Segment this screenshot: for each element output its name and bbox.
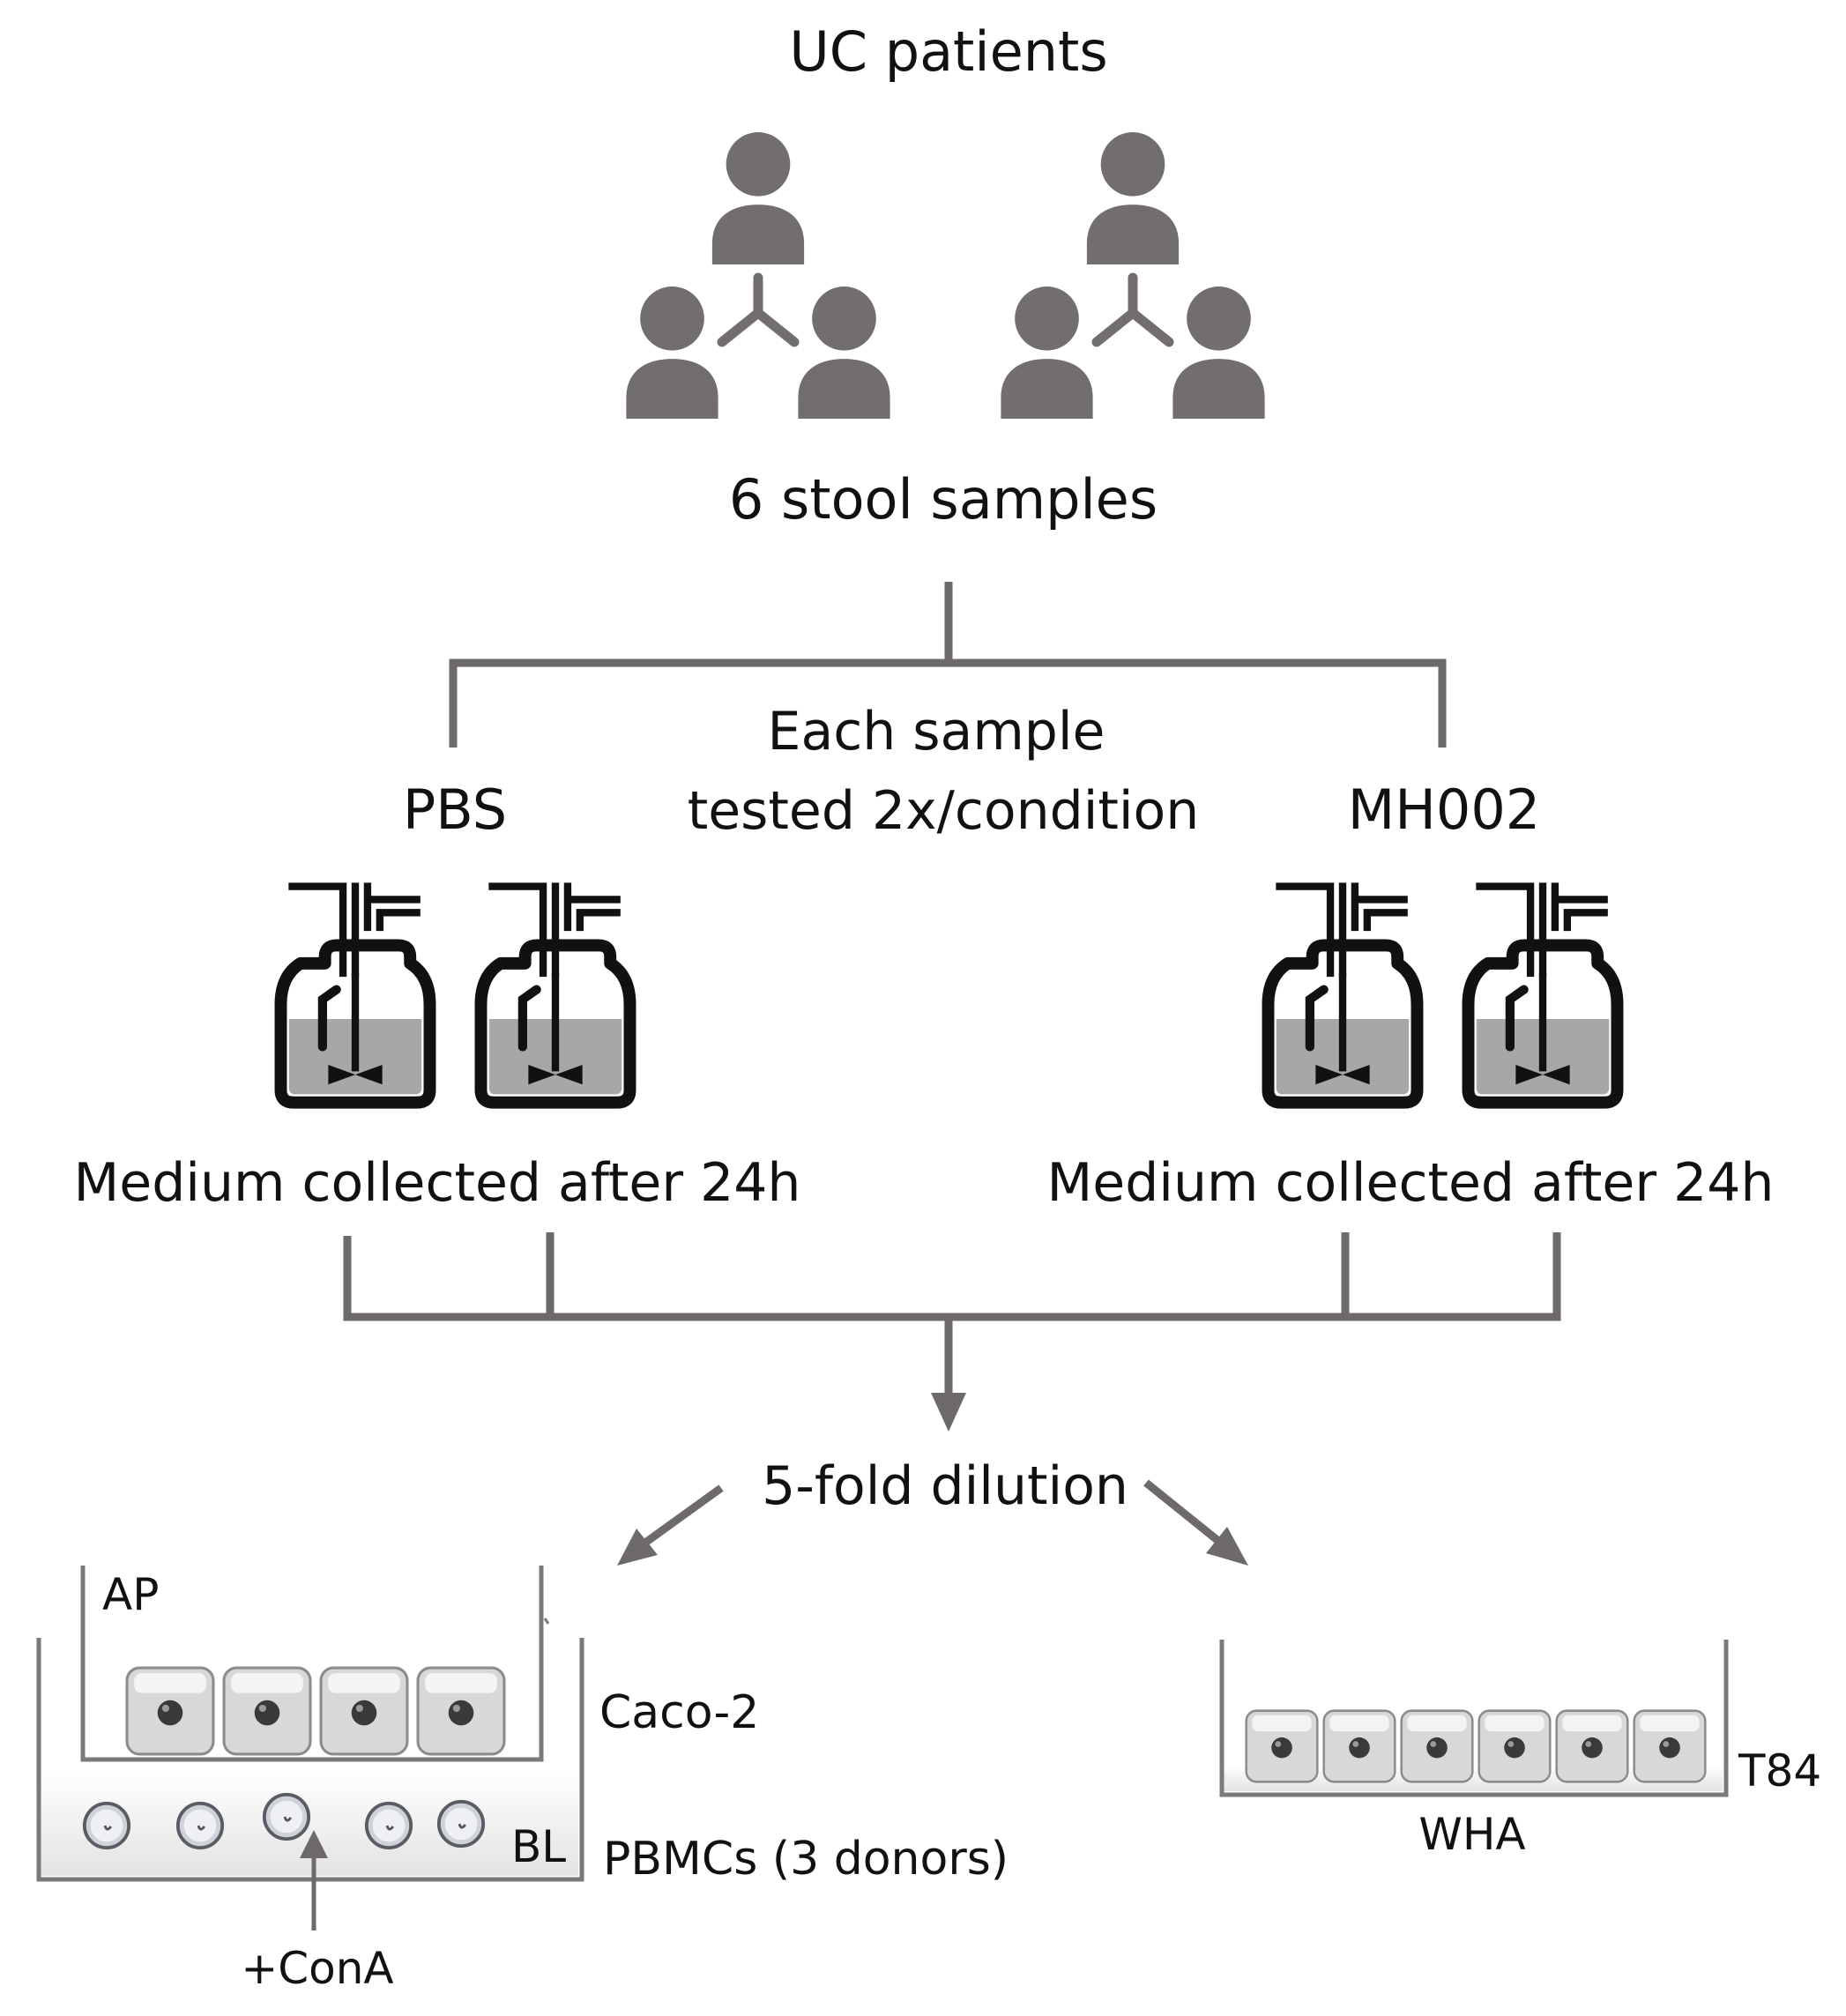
arrow-right-down-icon: [1143, 1479, 1248, 1566]
dilution-label: 5-fold dilution: [762, 1455, 1128, 1517]
bioreactor-icon: [1469, 887, 1618, 1103]
epithelial-cell: [1633, 1709, 1707, 1783]
bioreactor-icon: [281, 887, 430, 1103]
people-group-icon: [626, 132, 890, 419]
epithelial-cell: [1322, 1709, 1396, 1783]
bioreactor-icon: [1269, 887, 1418, 1103]
mh002-label: MH002: [1348, 777, 1540, 842]
merge-connector: [343, 1232, 1561, 1393]
cona-label: +ConA: [241, 1943, 393, 1994]
caco2-cell-layer: [125, 1666, 506, 1756]
arrow-left-down-icon: [617, 1484, 724, 1566]
arrow-down-icon: [931, 1393, 966, 1432]
title-uc-patients: UC patients: [789, 19, 1107, 84]
medium-collected-left: Medium collected after 24h: [74, 1152, 801, 1214]
epithelial-cell: [222, 1666, 312, 1756]
wha-label: WHA: [1418, 1809, 1525, 1860]
ap-label: AP: [102, 1569, 159, 1620]
arrow-up-icon: [300, 1830, 328, 1930]
epithelial-cell: [1478, 1709, 1552, 1783]
epithelial-cell: [319, 1666, 409, 1756]
pbmc-cell: [82, 1801, 131, 1850]
pbmc-cell: [262, 1792, 311, 1841]
caco2-label: Caco-2: [599, 1686, 759, 1739]
pbmc-cell: [436, 1799, 486, 1849]
medium-collected-right: Medium collected after 24h: [1047, 1152, 1775, 1214]
pbs-label: PBS: [403, 777, 507, 842]
epithelial-cell: [1555, 1709, 1629, 1783]
stool-samples-label: 6 stool samples: [729, 467, 1157, 532]
epithelial-cell: [1245, 1709, 1319, 1783]
epithelial-cell: [125, 1666, 215, 1756]
epithelial-cell: [416, 1666, 506, 1756]
pbmcs-label: PBMCs (3 donors): [603, 1833, 1009, 1886]
people-group-icon: [1001, 132, 1264, 419]
t84-label: T84: [1738, 1745, 1821, 1797]
bioreactor-icon: [481, 887, 630, 1103]
pbmc-cell: [175, 1801, 225, 1850]
bl-label: BL: [511, 1821, 566, 1872]
each-sample-label: Each sample: [768, 701, 1105, 763]
pbmc-cell: [364, 1801, 413, 1850]
tested-condition-label: tested 2x/condition: [688, 780, 1200, 842]
epithelial-cell: [1400, 1709, 1474, 1783]
split-connector: [449, 582, 1447, 748]
